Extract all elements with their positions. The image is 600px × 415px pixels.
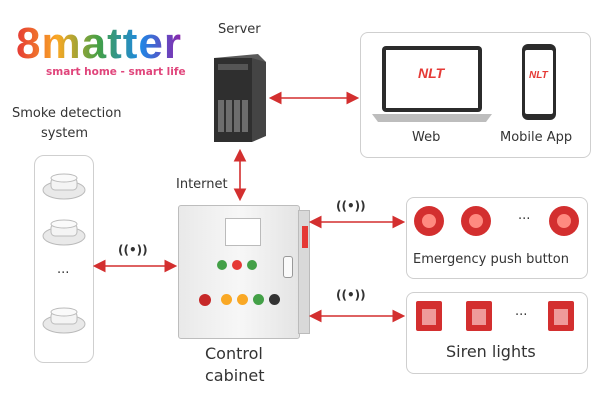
push-button-icon [549, 206, 579, 236]
internet-label: Internet [176, 177, 228, 192]
wireless-icon: ((•)) [336, 288, 366, 302]
brand-logo: 8matter [16, 19, 182, 68]
control-cabinet-label-line2: cabinet [205, 366, 265, 385]
phone-icon [522, 44, 556, 120]
control-cabinet-label-line1: Control [205, 344, 263, 363]
cabinet-button-icon [269, 294, 280, 305]
push-button-icon [414, 206, 444, 236]
cabinet-indicator-icon [247, 260, 257, 270]
brand-tagline: smart home - smart life [46, 66, 186, 78]
server-label: Server [218, 22, 261, 37]
phone-screen-brand: NLT [529, 70, 548, 81]
smoke-system-label-line1: Smoke detection [12, 106, 122, 121]
cabinet-button-icon [253, 294, 264, 305]
cabinet-indicator-icon [232, 260, 242, 270]
siren-light-icon [548, 301, 574, 331]
siren-lights-label: Siren lights [446, 342, 536, 361]
siren-lights-row [416, 301, 574, 331]
mobile-app-label: Mobile App [500, 130, 573, 145]
wireless-icon: ((•)) [118, 243, 148, 257]
cabinet-side-marker [302, 226, 308, 248]
emergency-buttons-row [414, 206, 579, 236]
cabinet-indicator-icon [217, 260, 227, 270]
emergency-push-button-label: Emergency push button [413, 252, 569, 267]
cabinet-button-icon [221, 294, 232, 305]
siren-light-icon [416, 301, 442, 331]
smoke-detectors-group: ... [34, 155, 94, 363]
server-icon [214, 54, 266, 142]
laptop-screen-brand: NLT [418, 65, 445, 81]
web-label: Web [412, 130, 441, 145]
smoke-detector-icon [42, 219, 86, 246]
cabinet-display [225, 218, 261, 246]
siren-ellipsis: ... [515, 304, 528, 319]
smoke-detector-icon [42, 307, 86, 334]
detector-ellipsis: ... [57, 262, 70, 277]
push-button-icon [461, 206, 491, 236]
smoke-detector-icon [42, 173, 86, 200]
cabinet-handle-icon [283, 256, 293, 278]
control-cabinet [178, 205, 300, 339]
siren-light-icon [466, 301, 492, 331]
wireless-icon: ((•)) [336, 199, 366, 213]
cabinet-button-icon [199, 294, 211, 306]
cabinet-button-icon [237, 294, 248, 305]
emergency-ellipsis: ... [518, 208, 531, 223]
smoke-system-label-line2: system [41, 126, 88, 141]
laptop-icon [372, 46, 492, 122]
